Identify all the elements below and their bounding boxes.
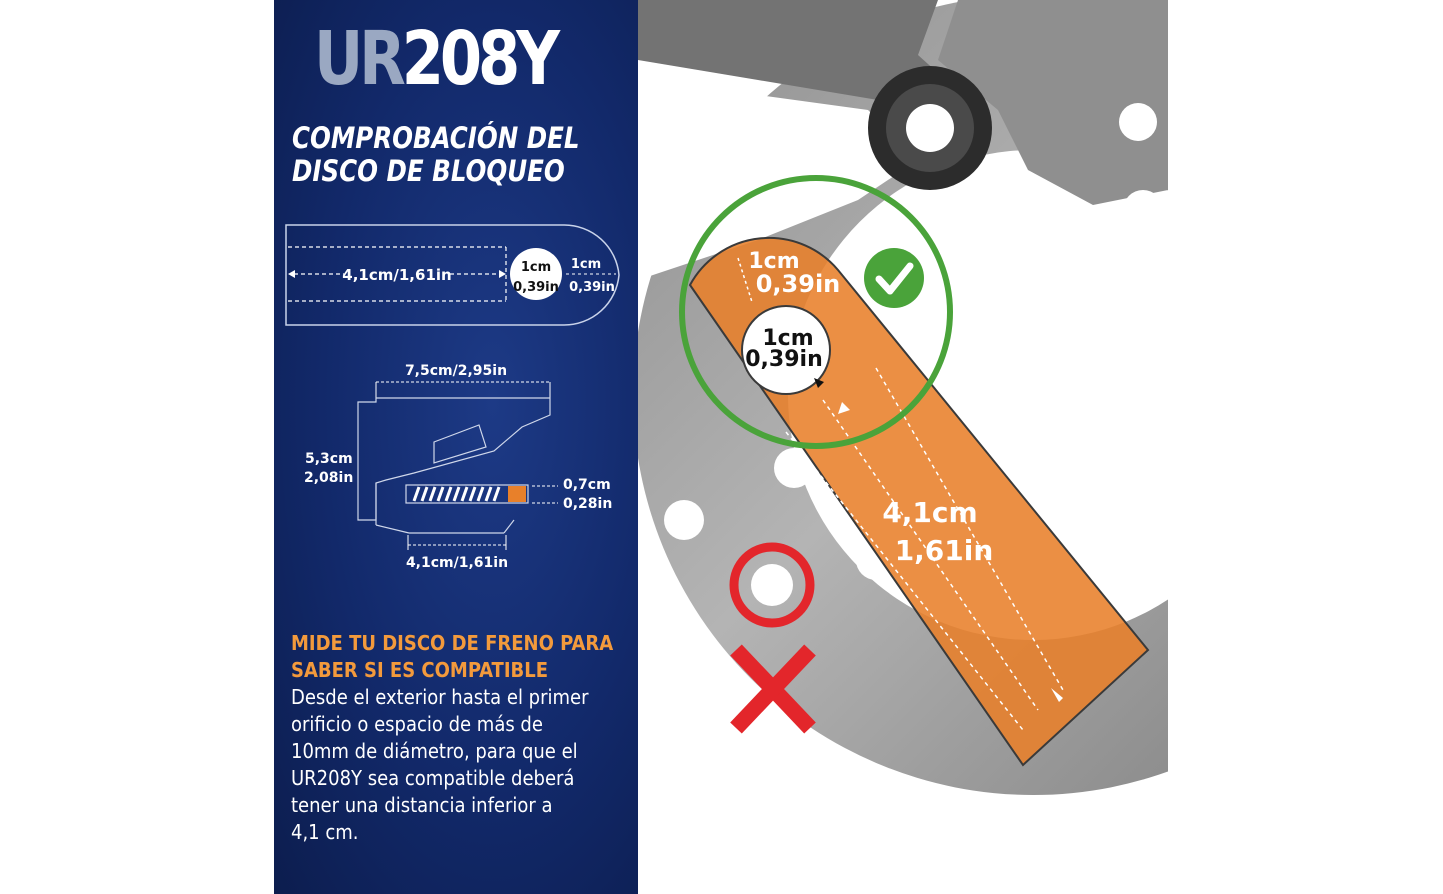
title-suffix: 208Y (401, 16, 560, 102)
info-panel: UR208Y COMPROBACIÓN DEL DISCO DE BLOQUEO… (274, 0, 638, 894)
edge-in: 0,39in (756, 270, 841, 298)
subtitle-line-2: DISCO DE BLOQUEO (292, 154, 565, 188)
instructions-heading: MIDE TU DISCO DE FRENO PARA SABER SI ES … (291, 630, 613, 684)
pad-length-label: 4,1cm/1,61in (342, 266, 451, 284)
pin-cm: 0,7cm (563, 477, 611, 493)
pin-stripes (412, 486, 501, 502)
instructions-line-5: tener una distancia inferior a (291, 793, 553, 817)
subtitle: COMPROBACIÓN DEL DISCO DE BLOQUEO (292, 122, 580, 188)
disc-photo-panel: 1cm 0,39in 1cm 0,39in 4,1cm 1,61in (638, 0, 1168, 894)
subtitle-line-1: COMPROBACIÓN DEL (292, 121, 580, 155)
pin-in: 0,28in (563, 496, 612, 512)
brake-disc-illustration: 1cm 0,39in 1cm 0,39in 4,1cm 1,61in (638, 0, 1168, 795)
length-in: 1,61in (895, 534, 994, 567)
pad-hole-cm: 1cm (521, 260, 551, 275)
pin-length-label: 4,1cm/1,61in (406, 555, 508, 571)
instructions-body: Desde el exterior hasta el primer orific… (291, 684, 589, 846)
lock-width-label: 7,5cm/2,95in (405, 363, 507, 379)
checkmark-icon (864, 248, 924, 308)
instructions-heading-line-1: MIDE TU DISCO DE FRENO PARA (291, 631, 614, 655)
edge-cm: 1cm (748, 249, 799, 274)
pad-hole-in: 0,39in (513, 280, 559, 295)
instructions-line-2: orificio o espacio de más de (291, 712, 543, 736)
lock-height-in: 2,08in (304, 470, 353, 486)
ok-ring (679, 175, 953, 449)
instructions-heading-line-2: SABER SI ES COMPATIBLE (291, 658, 548, 682)
pad-diagram: 4,1cm/1,61in 1cm 0,39in 1cm 0,39in (285, 224, 620, 326)
lock-diagram: 7,5cm/2,95in 5,3cm 2,08in 0,7cm 0,28in 4… (304, 363, 612, 571)
instructions-line-1: Desde el exterior hasta el primer (291, 685, 589, 709)
lock-height-cm: 5,3cm (305, 451, 353, 467)
product-title: UR208Y (314, 22, 560, 96)
hole-marker (741, 305, 831, 395)
bad-ring (729, 542, 815, 628)
length-cm: 4,1cm (882, 496, 977, 529)
cross-icon (730, 644, 816, 734)
instructions-line-6: 4,1 cm. (291, 820, 359, 844)
pad-edge-cm: 1cm (571, 257, 601, 272)
instructions-line-4: UR208Y sea compatible deberá (291, 766, 575, 790)
hole-in: 0,39in (745, 347, 822, 372)
hole-cm: 1cm (762, 326, 813, 351)
pad-edge-in: 0,39in (569, 280, 615, 295)
instructions-line-3: 10mm de diámetro, para que el (291, 739, 578, 763)
title-prefix: UR (314, 16, 406, 102)
